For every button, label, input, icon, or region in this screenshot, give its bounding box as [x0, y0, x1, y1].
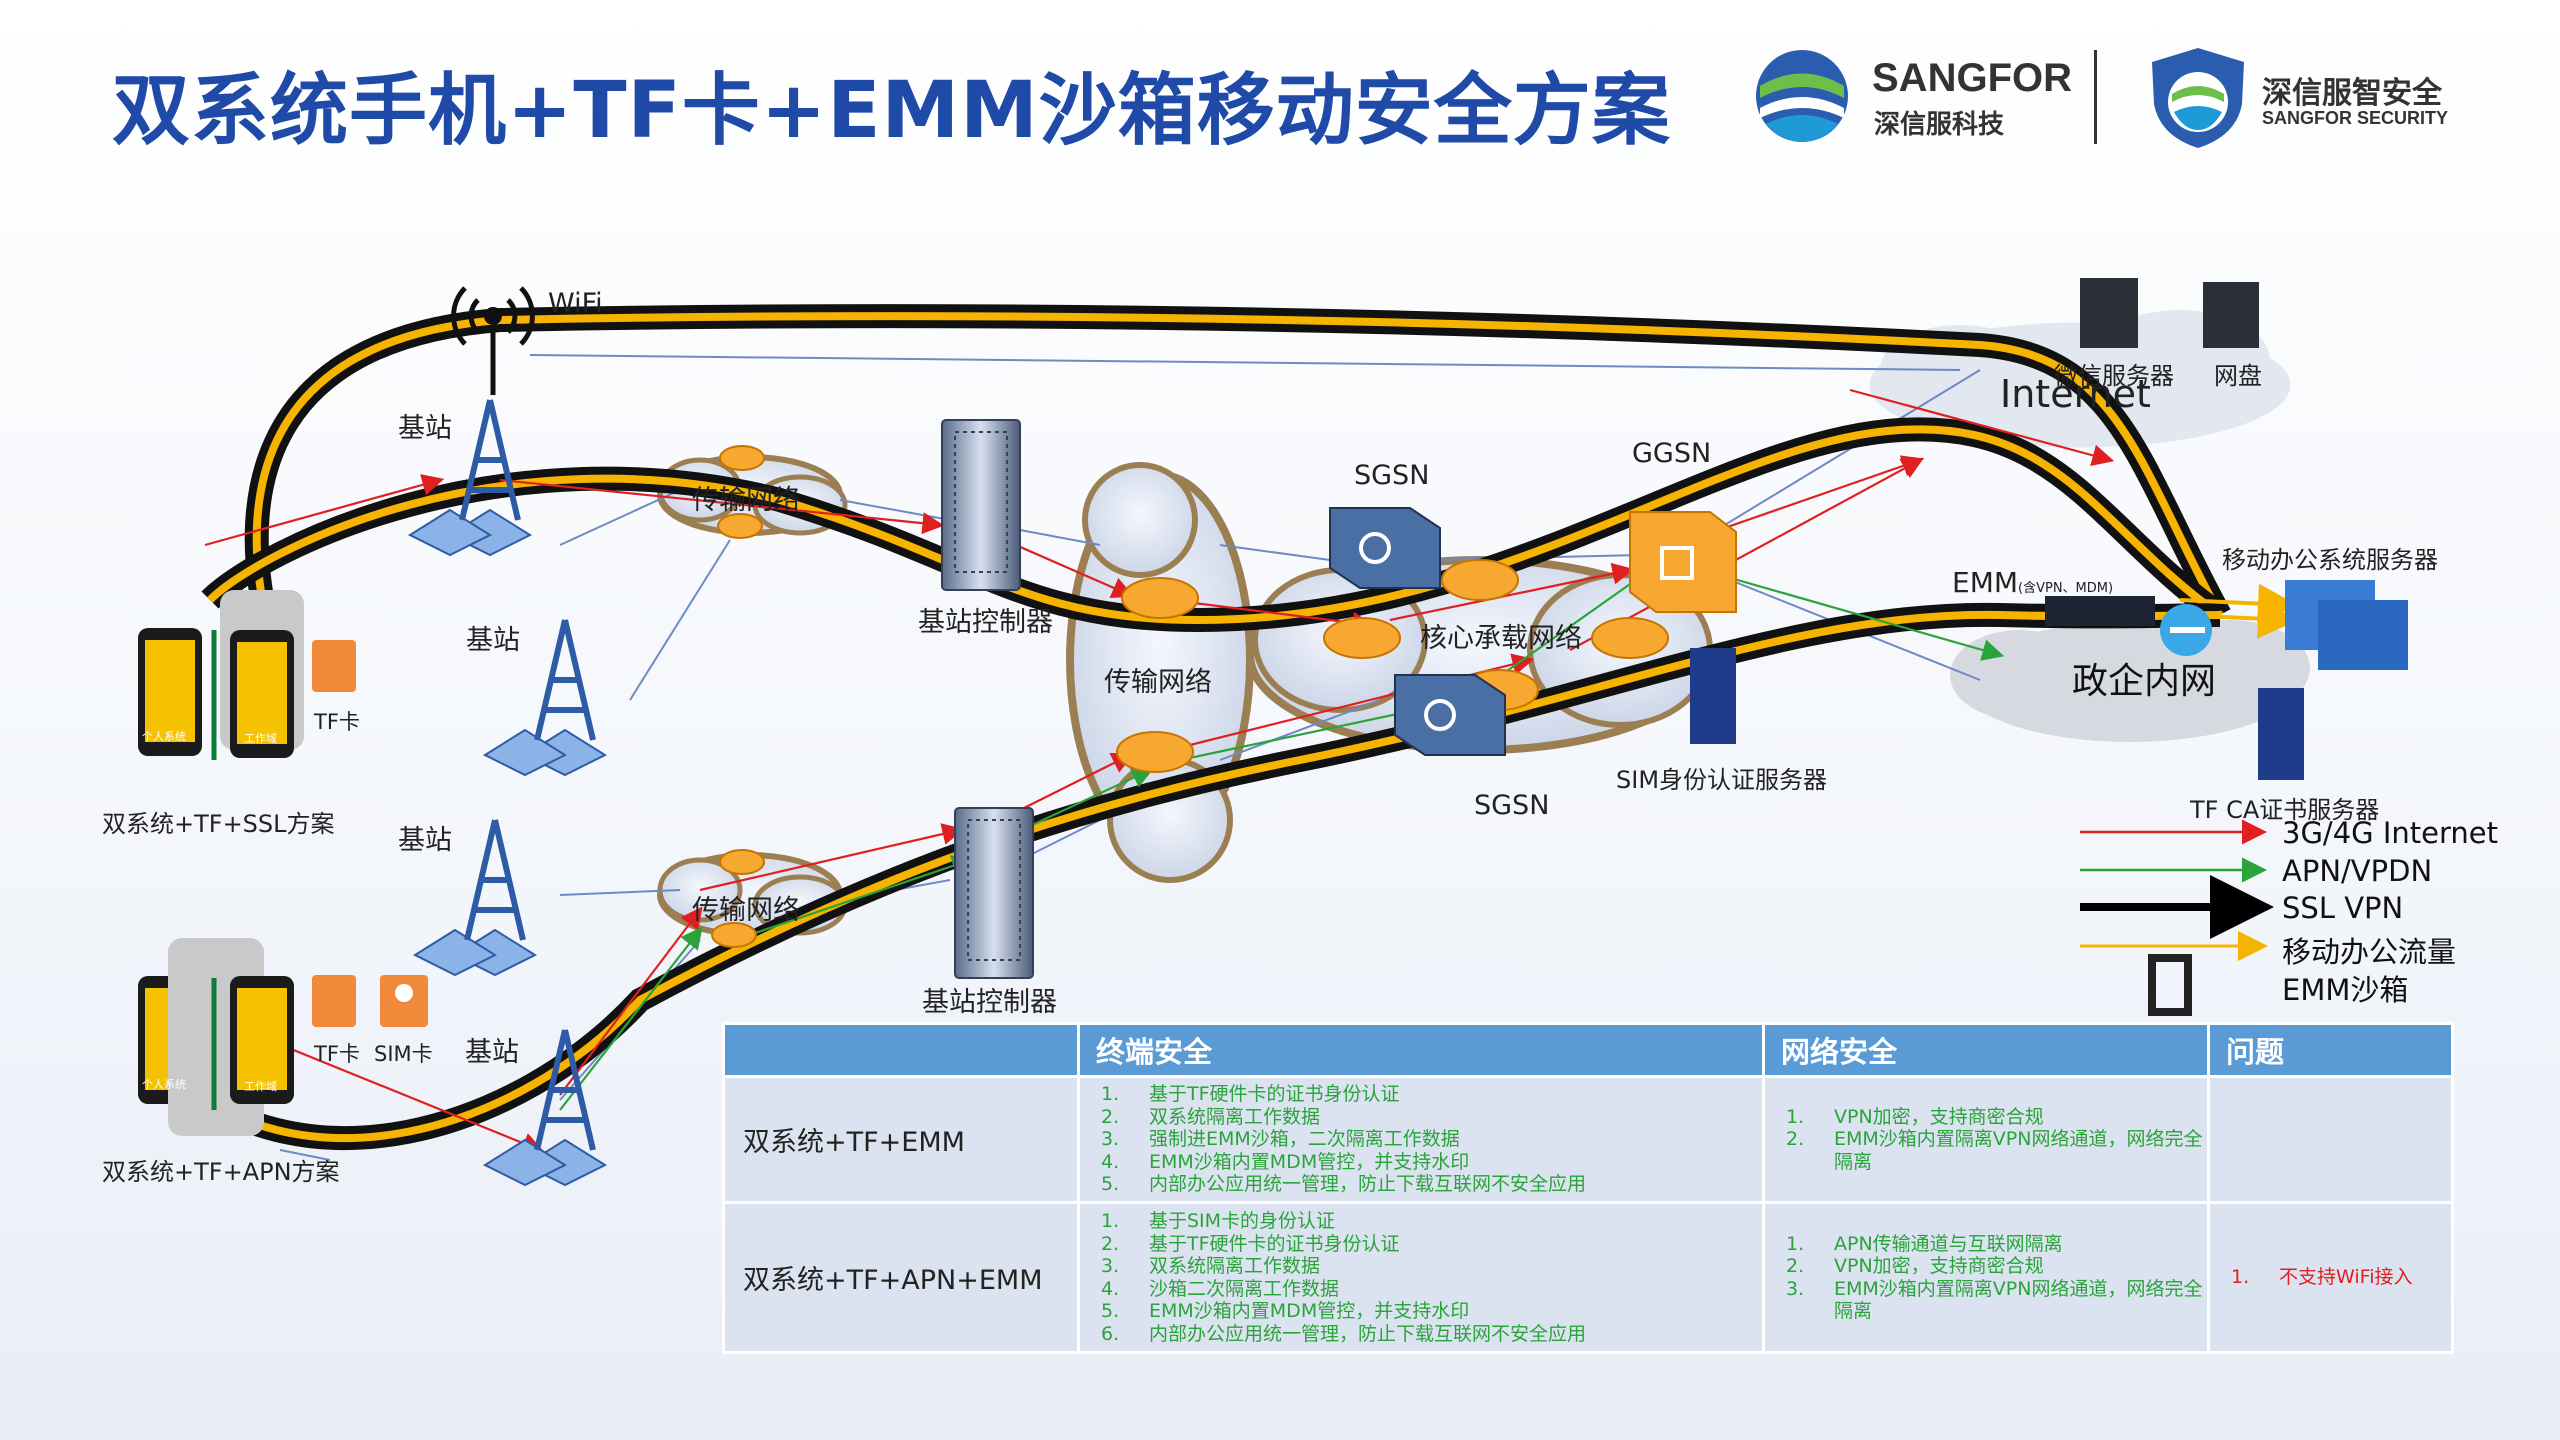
list-item: 6.内部办公应用统一管理，防止下载互联网不安全应用	[1101, 1322, 1587, 1345]
comparison-table: 终端安全 网络安全 问题 双系统+TF+EMM 1.基于TF硬件卡的证书身份认证…	[722, 1022, 2454, 1354]
list-item: 3.强制进EMM沙箱，二次隔离工作数据	[1101, 1128, 1460, 1151]
transport-network-label-middle: 传输网络	[1104, 667, 1212, 698]
transport-network-label-top: 传输网络	[692, 485, 800, 516]
solution-ssl-label: 双系统+TF+SSL方案	[102, 810, 335, 838]
list-item: 4.沙箱二次隔离工作数据	[1101, 1277, 1340, 1300]
wifi-icon	[451, 286, 535, 395]
header-cell-network: 网络安全	[1762, 1022, 2210, 1078]
terminal-cell: 1.基于TF硬件卡的证书身份认证 2.双系统隔离工作数据 3.强制进EMM沙箱，…	[1077, 1075, 1765, 1204]
list-item: 1.基于SIM卡的身份认证	[1101, 1210, 1336, 1232]
sgsn-label-top: SGSN	[1354, 460, 1430, 491]
header-cell-empty	[722, 1022, 1080, 1078]
list-item: 2.VPN加密，支持商密合规	[1786, 1255, 2044, 1277]
phone-icons	[138, 590, 304, 1136]
list-item: 3.双系统隔离工作数据	[1101, 1255, 1321, 1277]
work-domain-label-2: 工作域	[244, 1080, 277, 1093]
issues-cell	[2207, 1075, 2454, 1204]
transport-network-label-bottom: 传输网络	[692, 895, 800, 926]
transport-cloud-middle	[1066, 462, 1254, 883]
network-cell: 1.APN传输通道与互联网隔离 2.VPN加密，支持商密合规 3.EMM沙箱内置…	[1762, 1201, 2210, 1354]
ggsn-icon	[1629, 511, 1737, 613]
list-item: 3.EMM沙箱内置隔离VPN网络通道，网络完全隔离	[1786, 1277, 2203, 1323]
base-station-label-3: 基站	[398, 825, 452, 856]
gov-intranet-label: 政企内网	[2072, 661, 2217, 702]
card-icons	[312, 640, 428, 1027]
security-cn: 深信服智安全	[2262, 77, 2442, 110]
sim-auth-server-label: SIM身份认证服务器	[1616, 766, 1828, 794]
personal-system-label-1: 个人系统	[142, 730, 186, 743]
wifi-label: WiFi	[548, 288, 603, 319]
terminal-cell: 1.基于SIM卡的身份认证 2.基于TF硬件卡的证书身份认证 3.双系统隔离工作…	[1077, 1201, 1765, 1354]
table-header-row: 终端安全 网络安全 问题	[722, 1022, 2454, 1078]
legend-ssl-vpn: SSL VPN	[2282, 891, 2404, 925]
row-name: 双系统+TF+APN+EMM	[722, 1201, 1080, 1354]
sangfor-cn: 深信服科技	[1874, 109, 2005, 139]
header-cell-terminal: 终端安全	[1077, 1022, 1765, 1078]
router-icons	[711, 445, 1669, 948]
tf-card-label-1: TF卡	[314, 710, 360, 734]
list-item: 2.基于TF硬件卡的证书身份认证	[1101, 1232, 1400, 1255]
legend-emm-sandbox: EMM沙箱	[2282, 973, 2409, 1007]
list-item: 1.基于TF硬件卡的证书身份认证	[1101, 1083, 1400, 1106]
issues-cell: 1.不支持WiFi接入	[2207, 1201, 2454, 1354]
list-item: 1.VPN加密，支持商密合规	[1786, 1105, 2044, 1128]
tower-icons	[407, 399, 608, 1187]
personal-system-label-2: 个人系统	[142, 1078, 186, 1091]
emm-browser-icon	[2160, 604, 2212, 656]
base-station-label-1: 基站	[398, 413, 452, 444]
sangfor-name: SANGFOR	[1872, 56, 2072, 100]
header-cell-issues: 问题	[2207, 1022, 2454, 1078]
base-controller-label-2: 基站控制器	[922, 987, 1057, 1018]
wechat-server-label: 微信服务器	[2054, 362, 2174, 390]
table-row: 双系统+TF+APN+EMM 1.基于SIM卡的身份认证 2.基于TF硬件卡的证…	[722, 1201, 2454, 1354]
base-controller-icons	[941, 419, 1034, 979]
base-station-label-2: 基站	[466, 625, 520, 656]
tf-ca-server-label: TF CA证书服务器	[2190, 796, 2380, 824]
sim-card-label: SIM卡	[374, 1042, 433, 1066]
mobile-office-server-label: 移动办公系统服务器	[2222, 546, 2438, 574]
legend-markers	[2080, 819, 2274, 1016]
work-domain-label-1: 工作域	[244, 732, 277, 745]
emm-label-sub: (含VPN、MDM)	[2018, 581, 2114, 596]
sgsn-switch-icons	[1329, 507, 1506, 756]
core-network-label: 核心承载网络	[1420, 623, 1582, 654]
list-item: 2.双系统隔离工作数据	[1101, 1105, 1321, 1128]
legend-apn: APN/VPDN	[2282, 854, 2433, 888]
base-station-label-4: 基站	[465, 1037, 519, 1068]
logo-divider	[2094, 50, 2097, 144]
table-row: 双系统+TF+EMM 1.基于TF硬件卡的证书身份认证 2.双系统隔离工作数据 …	[722, 1075, 2454, 1204]
list-item: 5.内部办公应用统一管理，防止下载互联网不安全应用	[1101, 1173, 1587, 1196]
solution-apn-label: 双系统+TF+APN方案	[102, 1158, 340, 1186]
row-name: 双系统+TF+EMM	[722, 1075, 1080, 1204]
netdisk-label: 网盘	[2214, 362, 2262, 390]
ggsn-label: GGSN	[1632, 438, 1712, 469]
page-title: 双系统手机+TF卡+EMM沙箱移动安全方案	[112, 66, 1671, 156]
network-cell: 1.VPN加密，支持商密合规 2.EMM沙箱内置隔离VPN网络通道，网络完全隔离	[1762, 1075, 2210, 1204]
list-item: 1.APN传输通道与互联网隔离	[1786, 1232, 2063, 1255]
legend-internet: 3G/4G Internet	[2282, 816, 2498, 850]
sangfor-logo-icon	[1752, 46, 1852, 146]
emm-label: EMM(含VPN、MDM)	[1952, 566, 2113, 599]
legend-mobile-office: 移动办公流量	[2282, 935, 2457, 969]
list-item: 5.EMM沙箱内置MDM管控，并支持水印	[1101, 1300, 1470, 1322]
sgsn-label-bottom: SGSN	[1474, 790, 1550, 821]
list-item: 2.EMM沙箱内置隔离VPN网络通道，网络完全隔离	[1786, 1128, 2203, 1173]
internet-label: Internet	[2000, 372, 2151, 416]
list-item: 4.EMM沙箱内置MDM管控，并支持水印	[1101, 1150, 1470, 1173]
base-controller-label-1: 基站控制器	[918, 607, 1053, 638]
list-item: 1.不支持WiFi接入	[2231, 1266, 2413, 1289]
server-icons	[1690, 278, 2408, 780]
ssl-vpn-tunnels	[151, 304, 2298, 1150]
tf-card-label-2: TF卡	[314, 1042, 360, 1066]
security-shield-icon	[2146, 44, 2250, 150]
emm-label-main: EMM	[1952, 566, 2019, 599]
security-en: SANGFOR SECURITY	[2262, 108, 2449, 128]
